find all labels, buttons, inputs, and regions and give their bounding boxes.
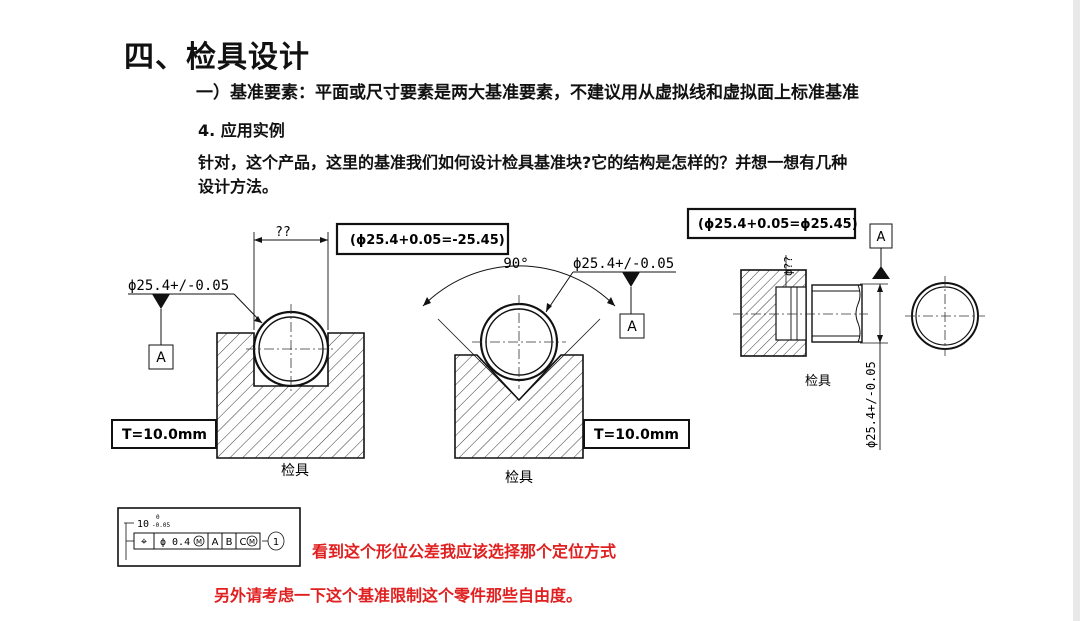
- question-line-1: 针对，这个产品，这里的基准我们如何设计检具基准块?它的结构是怎样的？并想一想有几…: [198, 153, 848, 172]
- fcf-note-number: 1: [273, 537, 279, 548]
- question-line-2: 设计方法。: [198, 177, 279, 196]
- angle-label: 90°: [503, 256, 528, 272]
- mmc-modifier-2: M: [249, 538, 255, 546]
- section-heading: 4. 应用实例: [198, 121, 285, 140]
- mmc-modifier: M: [196, 538, 202, 546]
- fcf-datum-c: C: [240, 537, 247, 548]
- shaft-dim: ϕ25.4+/-0.05: [864, 361, 878, 448]
- bore-dim: ϕ??: [782, 256, 795, 276]
- dim-unknown: ??: [275, 225, 291, 240]
- fixture-caption-3: 检具: [805, 374, 831, 389]
- thickness-label: T=10.0mm: [122, 427, 207, 443]
- page-title: 四、检具设计: [124, 40, 310, 75]
- datum-a-label: A: [156, 350, 166, 366]
- fixture-caption: 检具: [281, 463, 309, 479]
- fcf-tolerance: ϕ 0.4: [160, 537, 190, 548]
- fixture-caption-2: 检具: [505, 470, 533, 486]
- page-edge: [1073, 0, 1080, 621]
- datum-a-label-2: A: [627, 319, 637, 335]
- datum-a-label-3: A: [877, 230, 886, 245]
- formula-box-2: (ϕ25.4+0.05=ϕ25.45): [698, 217, 858, 232]
- figure-1-u-block: ?? ϕ25.4+/-0.05 A T=10.0mm 检具: [111, 225, 365, 479]
- red-note-2: 另外请考虑一下这个基准限制这个零件那些自由度。: [214, 586, 583, 605]
- fcf-datum-b: B: [226, 537, 233, 548]
- callout-dim-2: ϕ25.4+/-0.05: [573, 256, 674, 272]
- figure-3-bushing: A ϕ?? ϕ25.4+/-0.05 检具: [733, 223, 985, 450]
- red-note-1: 看到这个形位公差我应该选择那个定位方式: [312, 542, 617, 561]
- fcf-dim: 10: [137, 519, 149, 530]
- fcf-tol-upper: 0: [156, 514, 160, 521]
- subheading: 一）基准要素：平面或尺寸要素是两大基准要素，不建议用从虚拟线和虚拟面上标准基准: [196, 83, 859, 103]
- figure-2-v-block: 90° ϕ25.4+/-0.05 A T=10.0mm 检具: [422, 256, 690, 486]
- fcf-datum-a: A: [212, 537, 219, 548]
- position-symbol-icon: ⌖: [141, 535, 147, 548]
- formula-box: (ϕ25.4+0.05=-25.45): [350, 233, 505, 248]
- feature-control-frame-group: 10 0 -0.05 ⌖ ϕ 0.4 M A B C M 1: [117, 507, 301, 567]
- thickness-label-2: T=10.0mm: [594, 427, 679, 443]
- fcf-tol-lower: -0.05: [152, 522, 170, 529]
- callout-dim: ϕ25.4+/-0.05: [128, 278, 229, 294]
